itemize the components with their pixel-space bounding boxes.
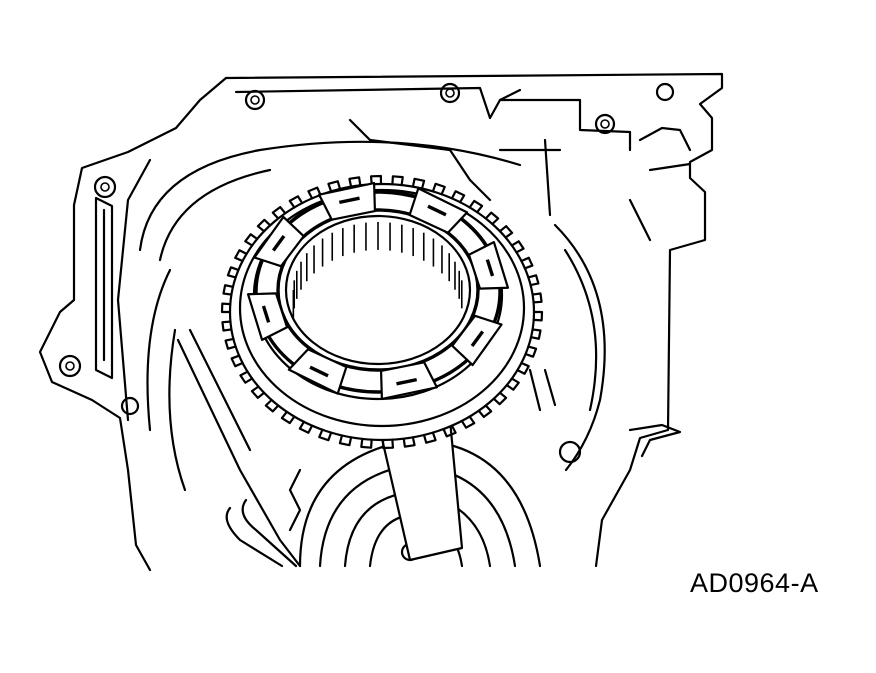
spline-tooth [442,424,457,438]
spline-tooth [271,205,287,220]
spline-tooth [520,256,534,270]
spline-tooth [402,436,416,448]
spline-tooth [280,410,296,425]
spline-tooth [230,354,244,368]
friction-plate [246,181,510,401]
spline-tooth [338,434,353,447]
spline-tooth [221,320,233,332]
spline-tooth [477,404,493,419]
spline-tooth [369,174,383,186]
spline-tooth [318,428,333,442]
spline-tooth [532,310,544,322]
spline-tooth [531,292,543,304]
spline-tooth [450,190,466,204]
tab-slot [309,365,329,378]
figure-identifier: AD0964-A [690,568,819,598]
spline-tooth [307,186,322,200]
spline-tooth [239,370,254,384]
spline-tooth [220,302,232,314]
tab-slot [261,305,271,323]
spline-tooth [422,431,437,444]
spline-tooth [516,361,530,375]
case-housing [38,72,724,572]
inner-splines [292,221,463,318]
spline-tooth [288,195,304,209]
spline-tooth [484,211,500,226]
tab-slot [396,377,418,386]
lower-gear-set [225,438,542,568]
spline-tooth [498,225,514,239]
spline-tooth [244,233,259,247]
spline-tooth [226,266,240,279]
spline-tooth [381,438,395,450]
tab-slot [470,330,485,348]
tab-slot [338,196,360,205]
plate-tabs [246,181,510,401]
spline-tooth [222,284,235,296]
tab-slot [485,259,495,277]
spline-tooth [431,182,446,196]
spline-tooth [224,337,237,350]
case-bore [138,118,606,568]
spline-tooth [527,274,540,287]
tab-slot [271,234,286,252]
spline-tooth [391,175,404,187]
spline-tooth [264,398,280,413]
spline-tooth [468,199,484,214]
spline-tooth [411,177,426,190]
spline-tooth [348,176,362,188]
spline-tooth [256,218,272,233]
spline-tooth [524,345,538,358]
spline-tooth [492,391,508,406]
spline-tooth [234,249,248,263]
spline-tooth [510,240,525,254]
spline-tooth [360,437,373,449]
spline-tooth [460,415,476,429]
tab-slot [427,204,447,217]
spline-tooth [529,328,542,340]
spline-tooth [298,420,314,434]
spline-tooth [505,377,520,391]
drum-splines [220,174,544,450]
spline-tooth [327,180,342,193]
spline-tooth [250,385,266,399]
